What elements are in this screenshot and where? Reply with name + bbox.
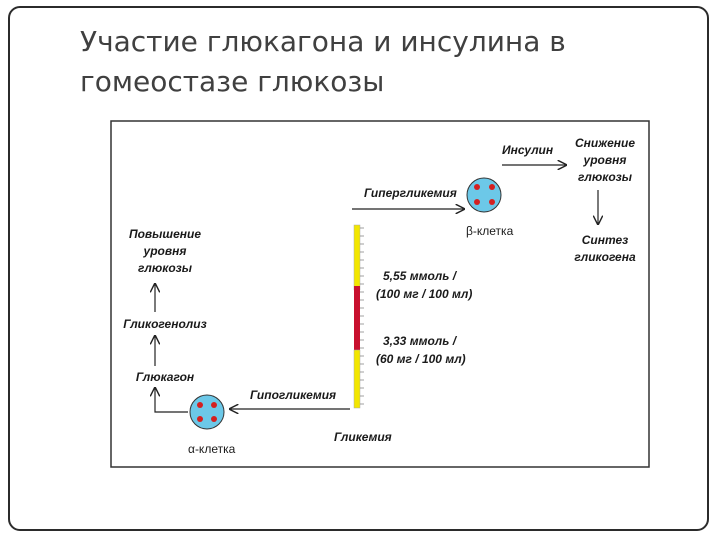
insulin-label: Инсулин [502,143,554,157]
upper-level-line-2: (100 мг / 100 мл) [376,287,472,301]
upper-level-line-1: 5,55 ммоль / [383,269,458,283]
hypoglycemia-label: Гипогликемия [250,388,336,402]
scale-yellow-top [353,224,361,291]
scale-red-segment [354,286,360,350]
title-line-1: Участие глюкагона и инсулина в [80,25,566,58]
decrease-line-1: Снижение [575,136,635,150]
title-line-2: гомеостазе глюкозы [80,65,385,98]
scale-yellow-bottom [353,349,361,409]
decrease-line-2: уровня [583,153,627,167]
alpha-cell-icon [189,394,225,430]
lower-level-line-2: (60 мг / 100 мл) [376,352,466,366]
decrease-line-3: глюкозы [578,170,633,184]
beta-cell-icon [466,177,502,213]
beta-cell-label: β-клетка [466,224,514,238]
synthesis-line-1: Синтез [582,233,629,247]
hyperglycemia-label: Гипергликемия [364,186,457,200]
scale-ticks [360,227,364,405]
slide-title: Участие глюкагона и инсулина в гомеостаз… [80,22,640,102]
synthesis-line-2: гликогена [574,250,636,264]
lower-level-line-1: 3,33 ммоль / [383,334,458,348]
glycemia-scale [353,224,364,409]
glucose-homeostasis-diagram: β-клетка α-клетка Гипергликемия Инсулин … [110,120,650,468]
glucagon-label: Глюкагон [136,370,195,384]
increase-line-2: уровня [143,244,187,258]
alpha-to-glucagon-arrow [155,388,188,413]
increase-line-3: глюкозы [138,261,193,275]
increase-line-1: Повышение [129,227,201,241]
glycogenolysis-label: Гликогенолиз [123,317,206,331]
glycemia-label: Гликемия [334,430,392,444]
alpha-cell-label: α-клетка [188,442,236,456]
